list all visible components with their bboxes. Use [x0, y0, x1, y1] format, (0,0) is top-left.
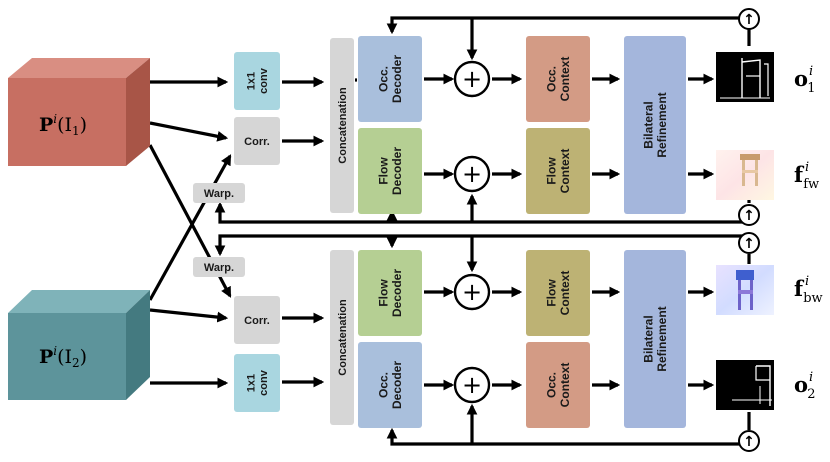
warp-bottom-label: Warp.	[204, 262, 234, 274]
output-images	[716, 52, 774, 410]
occ-decoder-bottom-block: Occ.Decoder	[358, 342, 422, 428]
corr-bottom-label: Corr.	[244, 315, 270, 327]
flow-decoder-top-label: FlowDecoder	[376, 147, 404, 195]
flow-context-bottom-block: FlowContext	[526, 250, 590, 336]
conv1x1-bottom-block: 1x1conv	[234, 354, 280, 412]
conv1x1-top-label: 1x1conv	[246, 67, 271, 94]
flow-decoder-bottom-label: FlowDecoder	[376, 269, 404, 317]
plus-node-occ-top: +	[453, 60, 491, 98]
concatenation-bottom-block: Concatenation	[330, 250, 354, 425]
occlusion-map-top	[716, 52, 774, 102]
corr-top-block: Corr.	[234, 117, 280, 165]
bilateral-refinement-bottom-label: BilateralRefinement	[641, 306, 669, 371]
flow-decoder-bottom-block: FlowDecoder	[358, 250, 422, 336]
occ-context-bottom-block: Occ.Context	[526, 342, 590, 428]
flow-decoder-top-block: FlowDecoder	[358, 128, 422, 214]
flow-context-top-block: FlowContext	[526, 128, 590, 214]
svg-text:↑: ↑	[743, 208, 755, 224]
conv1x1-top-block: 1x1conv	[234, 52, 280, 110]
svg-text:↑: ↑	[743, 236, 755, 252]
concatenation-top-block: Concatenation	[330, 38, 354, 213]
warp-top-label: Warp.	[204, 188, 234, 200]
svg-text:+: +	[462, 65, 482, 93]
input-cube-bottom: Pi(I2)	[8, 290, 150, 400]
upsample-node-bottom: ↑	[738, 430, 760, 452]
occ-decoder-bottom-label: Occ.Decoder	[376, 361, 404, 409]
occlusion-map-bottom	[716, 360, 774, 410]
corr-top-label: Corr.	[244, 136, 270, 148]
flow-context-bottom-label: FlowContext	[544, 271, 572, 316]
upsample-node-top: ↑	[738, 8, 760, 30]
input-cube-top: Pi(I1)	[8, 58, 150, 166]
plus-nodes: + + + +	[453, 60, 491, 404]
plus-node-flow-bottom: +	[453, 273, 491, 311]
occ-context-top-label: Occ.Context	[544, 57, 572, 102]
input-bottom-label: Pi(I2)	[39, 344, 87, 370]
bilateral-refinement-top-label: BilateralRefinement	[641, 92, 669, 157]
svg-text:+: +	[462, 371, 482, 399]
input-top-label: Pi(I1)	[39, 112, 87, 138]
occ-decoder-top-block: Occ.Decoder	[358, 36, 422, 122]
bilateral-refinement-bottom-block: BilateralRefinement	[624, 250, 686, 428]
upsample-node-mid-top: ↑	[738, 204, 760, 226]
bilateral-refinement-top-block: BilateralRefinement	[624, 36, 686, 214]
concatenation-top-label: Concatenation	[337, 87, 349, 164]
occ-context-top-block: Occ.Context	[526, 36, 590, 122]
svg-text:+: +	[462, 160, 482, 188]
flow-map-backward	[716, 265, 774, 315]
plus-node-occ-bottom: +	[453, 366, 491, 404]
occ-context-bottom-label: Occ.Context	[544, 363, 572, 408]
flow-map-forward	[716, 150, 774, 200]
svg-text:+: +	[462, 278, 482, 306]
svg-text:↑: ↑	[743, 434, 755, 450]
upsample-node-mid-bottom: ↑	[738, 232, 760, 254]
warp-top-block: Warp.	[193, 183, 245, 203]
warp-bottom-block: Warp.	[193, 257, 245, 277]
occ-decoder-top-label: Occ.Decoder	[376, 55, 404, 103]
blocks: 1x1convCorr.Warp.Warp.Corr.1x1convConcat…	[193, 36, 686, 428]
flow-context-top-label: FlowContext	[544, 149, 572, 194]
plus-node-flow-top: +	[453, 155, 491, 193]
upsample-nodes: ↑ ↑ ↑ ↑	[738, 8, 760, 452]
corr-bottom-block: Corr.	[234, 296, 280, 344]
conv1x1-bottom-label: 1x1conv	[246, 369, 271, 396]
concatenation-bottom-label: Concatenation	[337, 299, 349, 376]
svg-text:↑: ↑	[743, 12, 755, 28]
